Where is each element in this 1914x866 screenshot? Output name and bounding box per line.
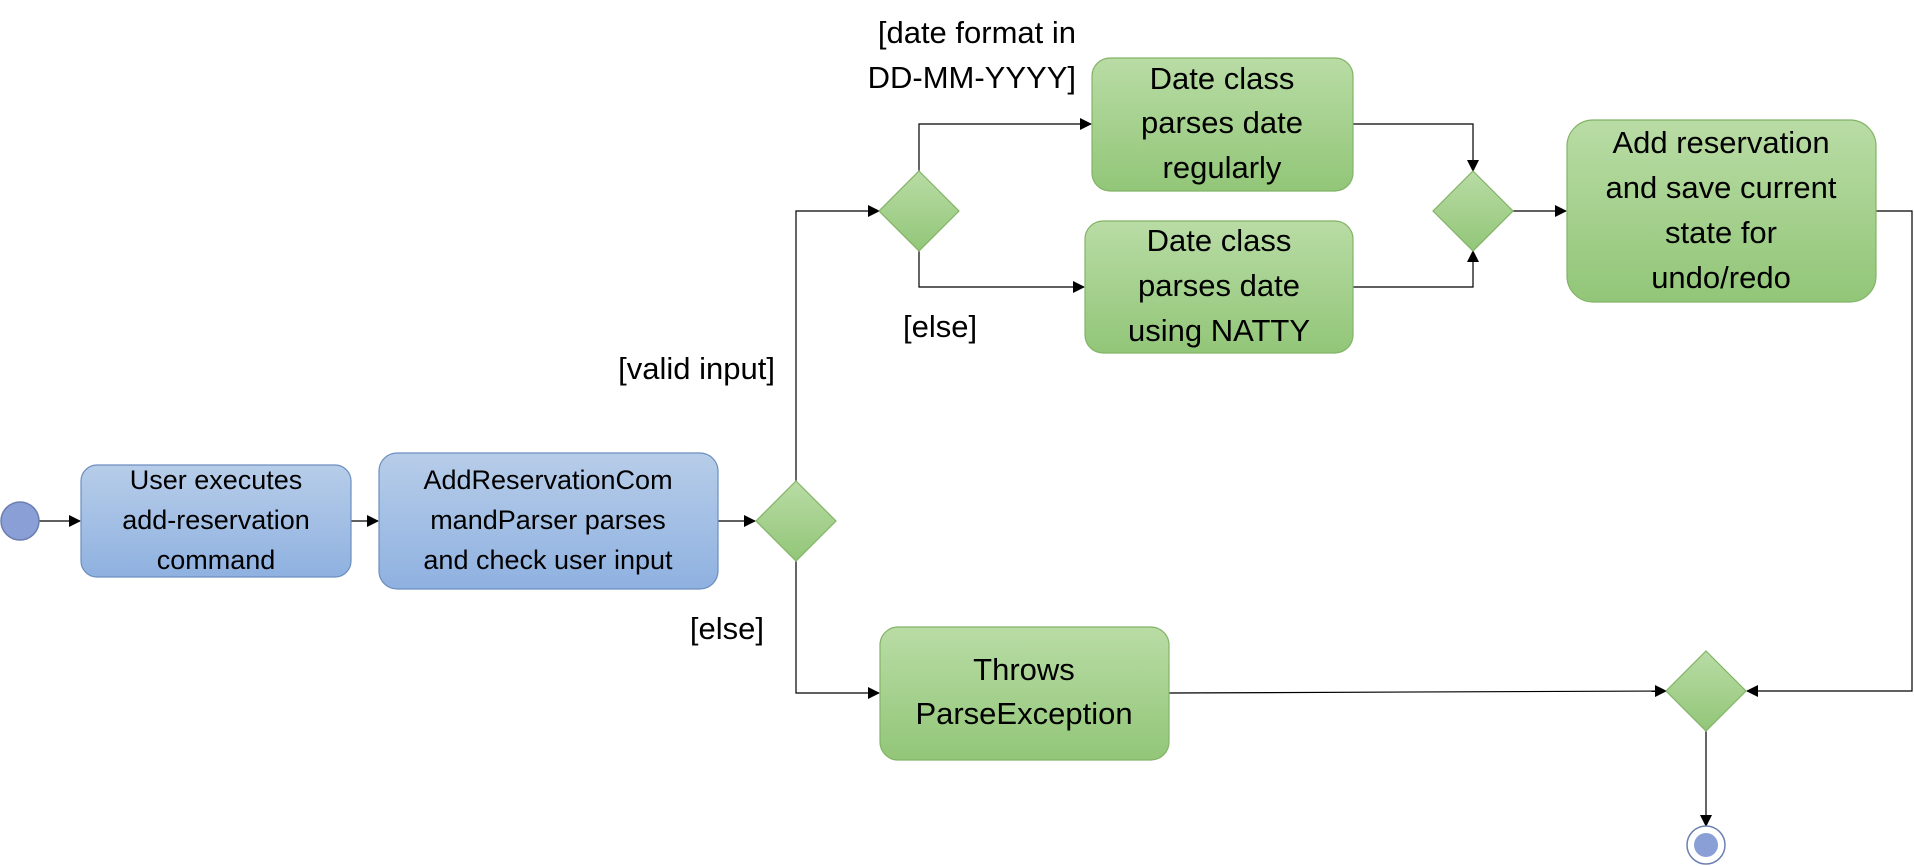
start-node	[0, 501, 40, 541]
action-date-regular-line-2: parses date	[1141, 105, 1303, 140]
guard-else-input: [else]	[690, 611, 764, 646]
edge-natty-to-merge	[1353, 250, 1479, 288]
action-date-natty-line-3: using NATTY	[1128, 313, 1310, 348]
action-user-executes-line-3: command	[157, 545, 276, 575]
action-throws-line-2: ParseException	[915, 696, 1132, 731]
action-add-reservation-line-4: undo/redo	[1651, 260, 1791, 295]
edge-else-date	[918, 251, 1085, 293]
action-date-regular: Date class parses date regularly	[1091, 57, 1354, 192]
edge-regular-to-merge	[1353, 123, 1479, 172]
action-user-executes: User executes add-reservation command	[80, 464, 352, 578]
action-date-natty-line-2: parses date	[1138, 268, 1300, 303]
decision-date-format	[878, 170, 960, 252]
action-add-reservation-line-3: state for	[1665, 215, 1777, 250]
end-node	[1686, 825, 1726, 865]
edges	[39, 118, 1913, 827]
merge-date	[1432, 170, 1514, 252]
action-user-executes-line-1: User executes	[130, 465, 303, 495]
action-add-reservation-line-1: Add reservation	[1612, 125, 1829, 160]
edge-else-input	[795, 561, 880, 699]
action-add-reservation-line-2: and save current	[1606, 170, 1837, 205]
action-user-executes-line-2: add-reservation	[122, 505, 310, 535]
action-date-regular-line-1: Date class	[1150, 61, 1295, 96]
action-parser-line-3: and check user input	[423, 545, 673, 575]
edge-add-to-final-merge	[1746, 210, 1913, 697]
edge-valid-input	[795, 205, 880, 481]
guard-date-format-line-2: DD-MM-YYYY]	[868, 60, 1076, 95]
action-throws-line-1: Throws	[973, 652, 1075, 687]
action-parser: AddReservationCom mandParser parses and …	[378, 452, 719, 590]
guard-valid-input: [valid input]	[618, 351, 775, 386]
edge-throws-to-final-merge	[1168, 685, 1667, 698]
action-date-natty: Date class parses date using NATTY	[1084, 220, 1354, 354]
action-parser-line-1: AddReservationCom	[423, 465, 672, 495]
merge-final	[1665, 650, 1747, 732]
action-date-natty-line-1: Date class	[1147, 223, 1292, 258]
action-throws-parse-exception: Throws ParseException	[879, 626, 1170, 761]
action-parser-line-2: mandParser parses	[430, 505, 666, 535]
guard-date-format-line-1: [date format in	[878, 15, 1076, 50]
guard-else-date: [else]	[903, 309, 977, 344]
decision-valid-input	[755, 480, 837, 562]
action-add-reservation: Add reservation and save current state f…	[1566, 119, 1877, 303]
action-date-regular-line-3: regularly	[1163, 150, 1282, 185]
edge-date-format	[918, 118, 1092, 171]
